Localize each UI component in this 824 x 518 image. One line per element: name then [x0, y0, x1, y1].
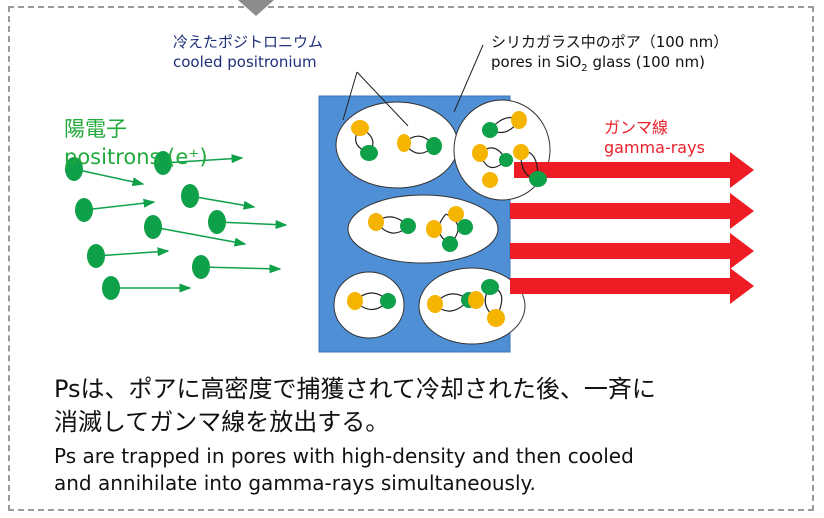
positrons-label-en: positrons (e⁺) [64, 145, 208, 169]
cooled-positronium-label-jp: 冷えたポジトロニウム [173, 33, 324, 51]
positron-dot [529, 171, 547, 187]
positron-dot [65, 157, 83, 181]
electron-dot [482, 172, 498, 188]
positron-dot [192, 255, 210, 279]
electron-dot [487, 309, 505, 327]
positron-dot [400, 218, 416, 234]
gamma-arrow [510, 193, 754, 229]
positrons-label-jp: 陽電子 [64, 117, 127, 141]
positron-dot [154, 151, 172, 175]
positron-dot [75, 198, 93, 222]
gamma-arrow [514, 152, 754, 188]
incoming-positrons [65, 151, 288, 300]
cooled-positronium-label-en: cooled positronium [173, 53, 317, 71]
gamma-arrow [510, 268, 754, 304]
positronium-particles [347, 111, 547, 327]
caption-en-line1: Ps are trapped in pores with high-densit… [54, 444, 634, 468]
positron-dot [380, 293, 396, 309]
gamma-arrow [510, 233, 754, 269]
electron-dot [427, 295, 443, 313]
positron-dot [442, 236, 458, 252]
electron-dot [426, 220, 442, 238]
positron-dot [457, 219, 473, 235]
figure-frame [8, 6, 814, 511]
top-notch-arrow [238, 0, 274, 16]
positron-dot [481, 279, 499, 295]
leader-line-cooled [342, 71, 358, 121]
pore [333, 271, 405, 339]
electron-dot [347, 292, 363, 310]
caption-en-line2: and annihilate into gamma-rays simultane… [54, 471, 536, 495]
electron-dot [351, 120, 369, 136]
positron-dot [360, 145, 378, 161]
gamma-rays-label-en: gamma-rays [604, 138, 705, 157]
caption-jp-line2: 消滅してガンマ線を放出する。 [54, 408, 390, 436]
gamma-ray-arrows [510, 152, 754, 304]
positron-dot [208, 210, 226, 234]
caption-jp-line1: Psは、ポアに高密度で捕獲されて冷却された後、一斉に [54, 375, 656, 403]
electron-dot [468, 291, 484, 309]
pore [347, 194, 499, 264]
electron-dot [368, 213, 384, 231]
positron-dot [181, 184, 199, 208]
pores-label-en: pores in SiO2 glass (100 nm) [491, 53, 705, 74]
leader-line-cooled [356, 71, 409, 127]
electron-dot [511, 111, 527, 129]
electron-dot [448, 206, 464, 222]
positron-dot [499, 153, 513, 167]
pores-label-jp: シリカガラス中のポア（100 nm） [491, 33, 729, 51]
electron-dot [513, 144, 529, 160]
positron-dot [87, 244, 105, 268]
positron-dot [144, 215, 162, 239]
positron-dot [102, 276, 120, 300]
positron-dot [426, 137, 442, 155]
electron-dot [397, 134, 411, 152]
electron-dot [472, 144, 488, 162]
positron-dot [482, 122, 498, 138]
leader-line-pores [453, 44, 484, 113]
gamma-rays-label-jp: ガンマ線 [604, 118, 669, 137]
